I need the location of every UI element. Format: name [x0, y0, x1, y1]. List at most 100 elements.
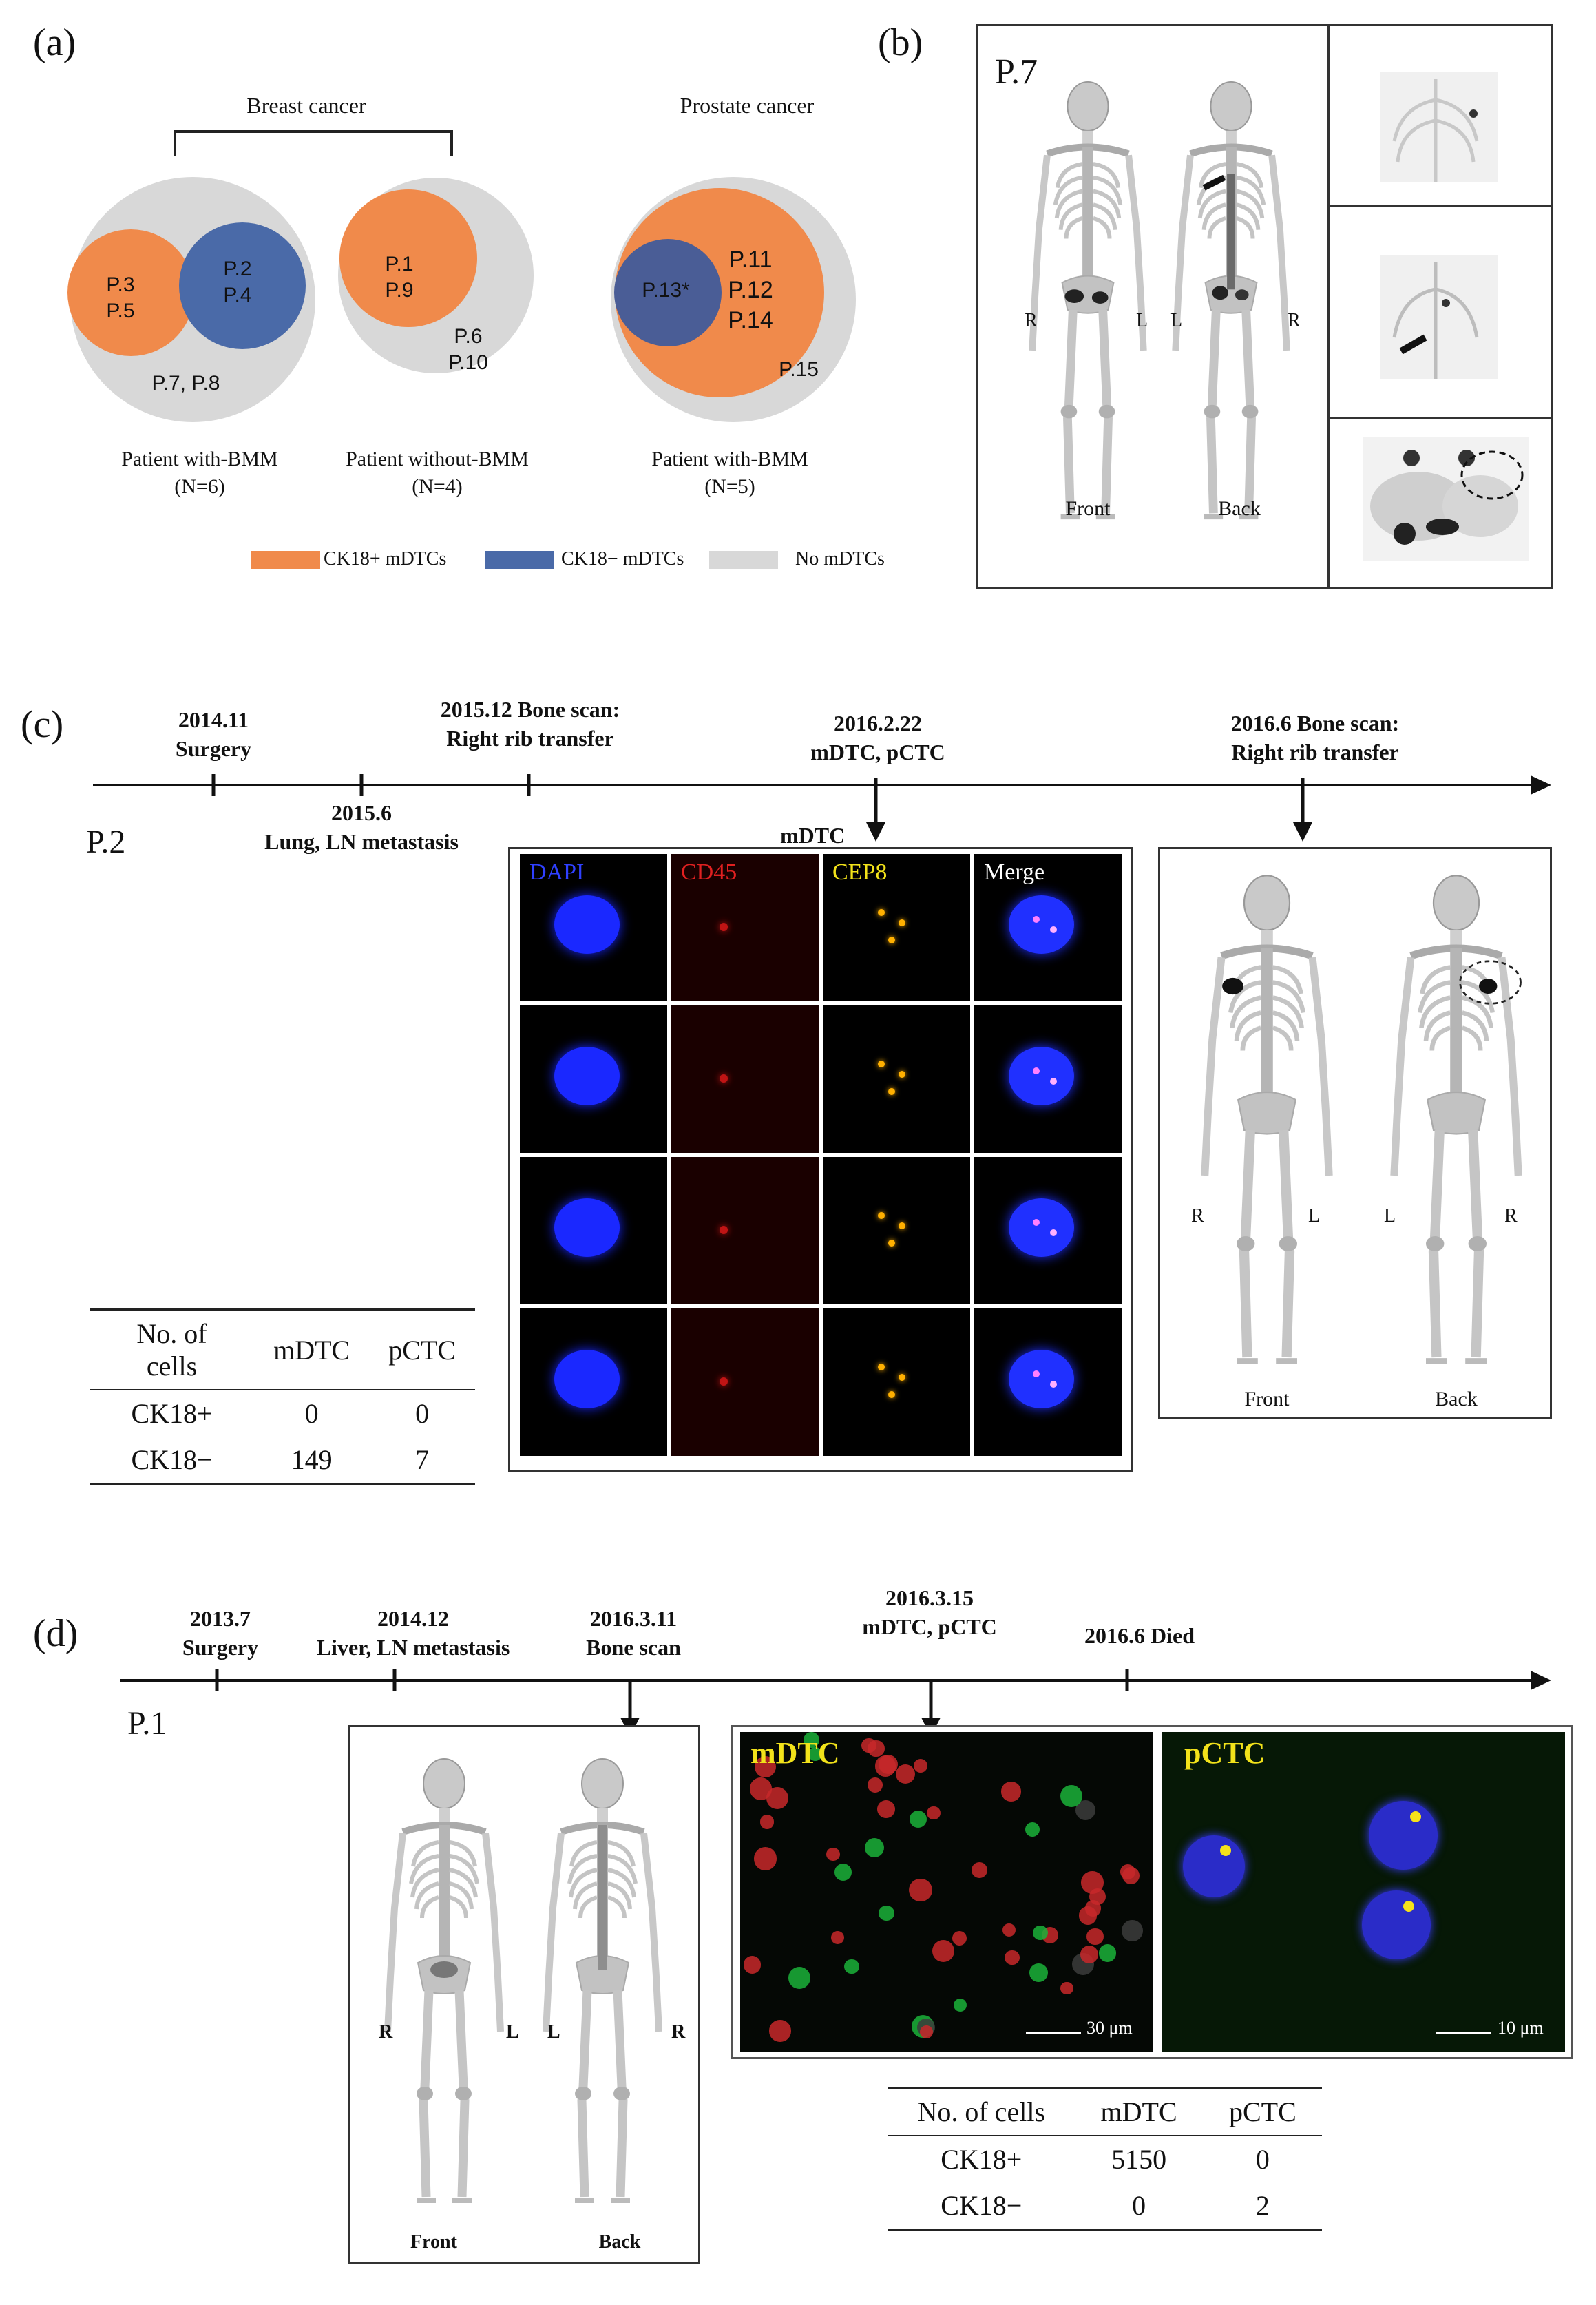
circle1-orange-label: P.3 P.5 [106, 273, 135, 322]
cell-blob [877, 1800, 895, 1818]
cell-blob [834, 1863, 852, 1881]
scan-b-r2: R [1288, 310, 1301, 331]
cell-blob [879, 1755, 899, 1775]
fluorescence-tile: CEP8 [823, 854, 970, 1001]
fluorescence-tile: CD45 [671, 854, 819, 1001]
cell-blob [830, 1930, 844, 1945]
panel-b-hline-1 [1327, 205, 1553, 207]
panel-label-d: (d) [33, 1612, 78, 1655]
skeleton-back-b [1162, 79, 1300, 527]
venn-circle-with-bmm-breast [67, 177, 315, 422]
cell-blob [952, 1930, 967, 1946]
table-c-cell: 0 [304, 1398, 319, 1429]
fluorescence-tile [823, 1005, 970, 1153]
cell-blob [879, 1905, 894, 1921]
timeline-d [120, 1669, 1551, 1691]
cell-nucleus [1362, 1890, 1431, 1959]
bone-scan-panel-d [348, 1725, 700, 2264]
scan-c-r2: R [1504, 1205, 1518, 1227]
breast-bracket [174, 130, 453, 156]
table-d-header-3: pCTC [1228, 2096, 1296, 2127]
panel-b-hline-2 [1327, 417, 1553, 419]
micro-label-pctc: pCTC [1184, 1736, 1266, 1770]
fluorescence-tile [520, 1005, 667, 1153]
scale-bar-mdtc [1026, 2032, 1081, 2034]
table-c-header-3: pCTC [388, 1334, 456, 1366]
cell-blob [1098, 1944, 1117, 1962]
patient-label-b: P.7 [995, 52, 1038, 92]
circle3-blue-label: P.13* [642, 279, 690, 302]
bone-scan-panel-c [1158, 847, 1552, 1419]
legend-swatch-ck18-pos [251, 551, 320, 569]
cell-blob [1080, 1946, 1099, 1964]
table-d-cell: 0 [1132, 2190, 1146, 2221]
fluorescence-tile [823, 1157, 970, 1304]
zoom-scan-1 [1380, 72, 1498, 182]
skeleton-back-d [534, 1735, 671, 2231]
timeline-c-event-5: 2016.6 Bone scan:Right rib transfer [1230, 711, 1400, 764]
prostate-cancer-title: Prostate cancer [680, 93, 815, 118]
circle2-caption: Patient without-BMM [346, 448, 529, 470]
circle2-n: (N=4) [412, 475, 463, 498]
cell-nucleus [1183, 1835, 1245, 1897]
cell-blob [1025, 1822, 1040, 1837]
circle3-n: (N=5) [704, 475, 755, 498]
scan-b-r1: R [1025, 310, 1038, 331]
cell-count-table-c: No. of cells mDTC pCTC CK18+ 0 0 CK18− 1… [90, 1308, 475, 1485]
micrograph-mdtc [740, 1732, 1153, 2052]
cell-blob [1060, 1784, 1083, 1808]
panel-b-divider [1327, 24, 1330, 589]
scan-b-front: Front [1065, 497, 1111, 520]
fluorescence-tile [520, 1308, 667, 1456]
cell-blob [753, 1847, 777, 1870]
scan-b-l2: L [1170, 310, 1183, 331]
cell-blob [972, 1862, 988, 1878]
cell-blob [868, 1777, 883, 1793]
micro-label-mdtc: mDTC [750, 1736, 840, 1770]
scan-c-back: Back [1435, 1388, 1478, 1410]
scan-c-l1: L [1308, 1205, 1321, 1227]
cell-blob [895, 1764, 915, 1784]
scale-text-mdtc: 30 μm [1086, 2018, 1133, 2038]
timeline-d-event-5: 2016.6 Died [1084, 1623, 1195, 1648]
table-d-cell: CK18− [941, 2190, 1022, 2221]
cell-blob [910, 1810, 927, 1828]
table-d-header-2: mDTC [1100, 2096, 1177, 2127]
fluorescence-tile: Merge [974, 854, 1122, 1001]
circle3-orange-label: P.11 P.12 P.14 [728, 247, 773, 334]
cell-blob [865, 1837, 885, 1857]
cell-blob [1002, 1923, 1016, 1937]
timeline-c [93, 774, 1551, 796]
fluorescence-tile: DAPI [520, 854, 667, 1001]
skeleton-back-c [1380, 861, 1532, 1384]
circle1-caption: Patient with-BMM [121, 448, 278, 470]
fluorescence-tile [671, 1157, 819, 1304]
table-d-cell: CK18+ [941, 2144, 1022, 2175]
timeline-c-event-3: 2015.12 Bone scan:Right rib transfer [440, 697, 620, 751]
scan-b-l1: L [1136, 310, 1148, 331]
scan-d-front: Front [410, 2231, 457, 2253]
fluorescence-tile [520, 1157, 667, 1304]
cell-blob [808, 1746, 823, 1762]
skeleton-front-d [375, 1735, 513, 2231]
cell-blob [804, 1732, 819, 1749]
table-d-cell: 0 [1255, 2144, 1270, 2175]
scan-d-r2: R [671, 2021, 686, 2043]
panel-label-b: (b) [878, 21, 923, 64]
table-d-header-1: No. of cells [917, 2096, 1046, 2127]
scan-b-back: Back [1218, 497, 1261, 520]
cell-blob [1005, 1950, 1020, 1965]
scan-d-l2: L [547, 2021, 560, 2043]
cell-blob [1084, 1900, 1102, 1917]
cell-nucleus [1369, 1801, 1438, 1870]
cell-blob [1060, 1981, 1073, 1994]
scale-text-pctc: 10 μm [1498, 2018, 1544, 2038]
arrow-c-mdtc [866, 778, 885, 842]
circle3-grey-label: P.15 [779, 358, 819, 381]
